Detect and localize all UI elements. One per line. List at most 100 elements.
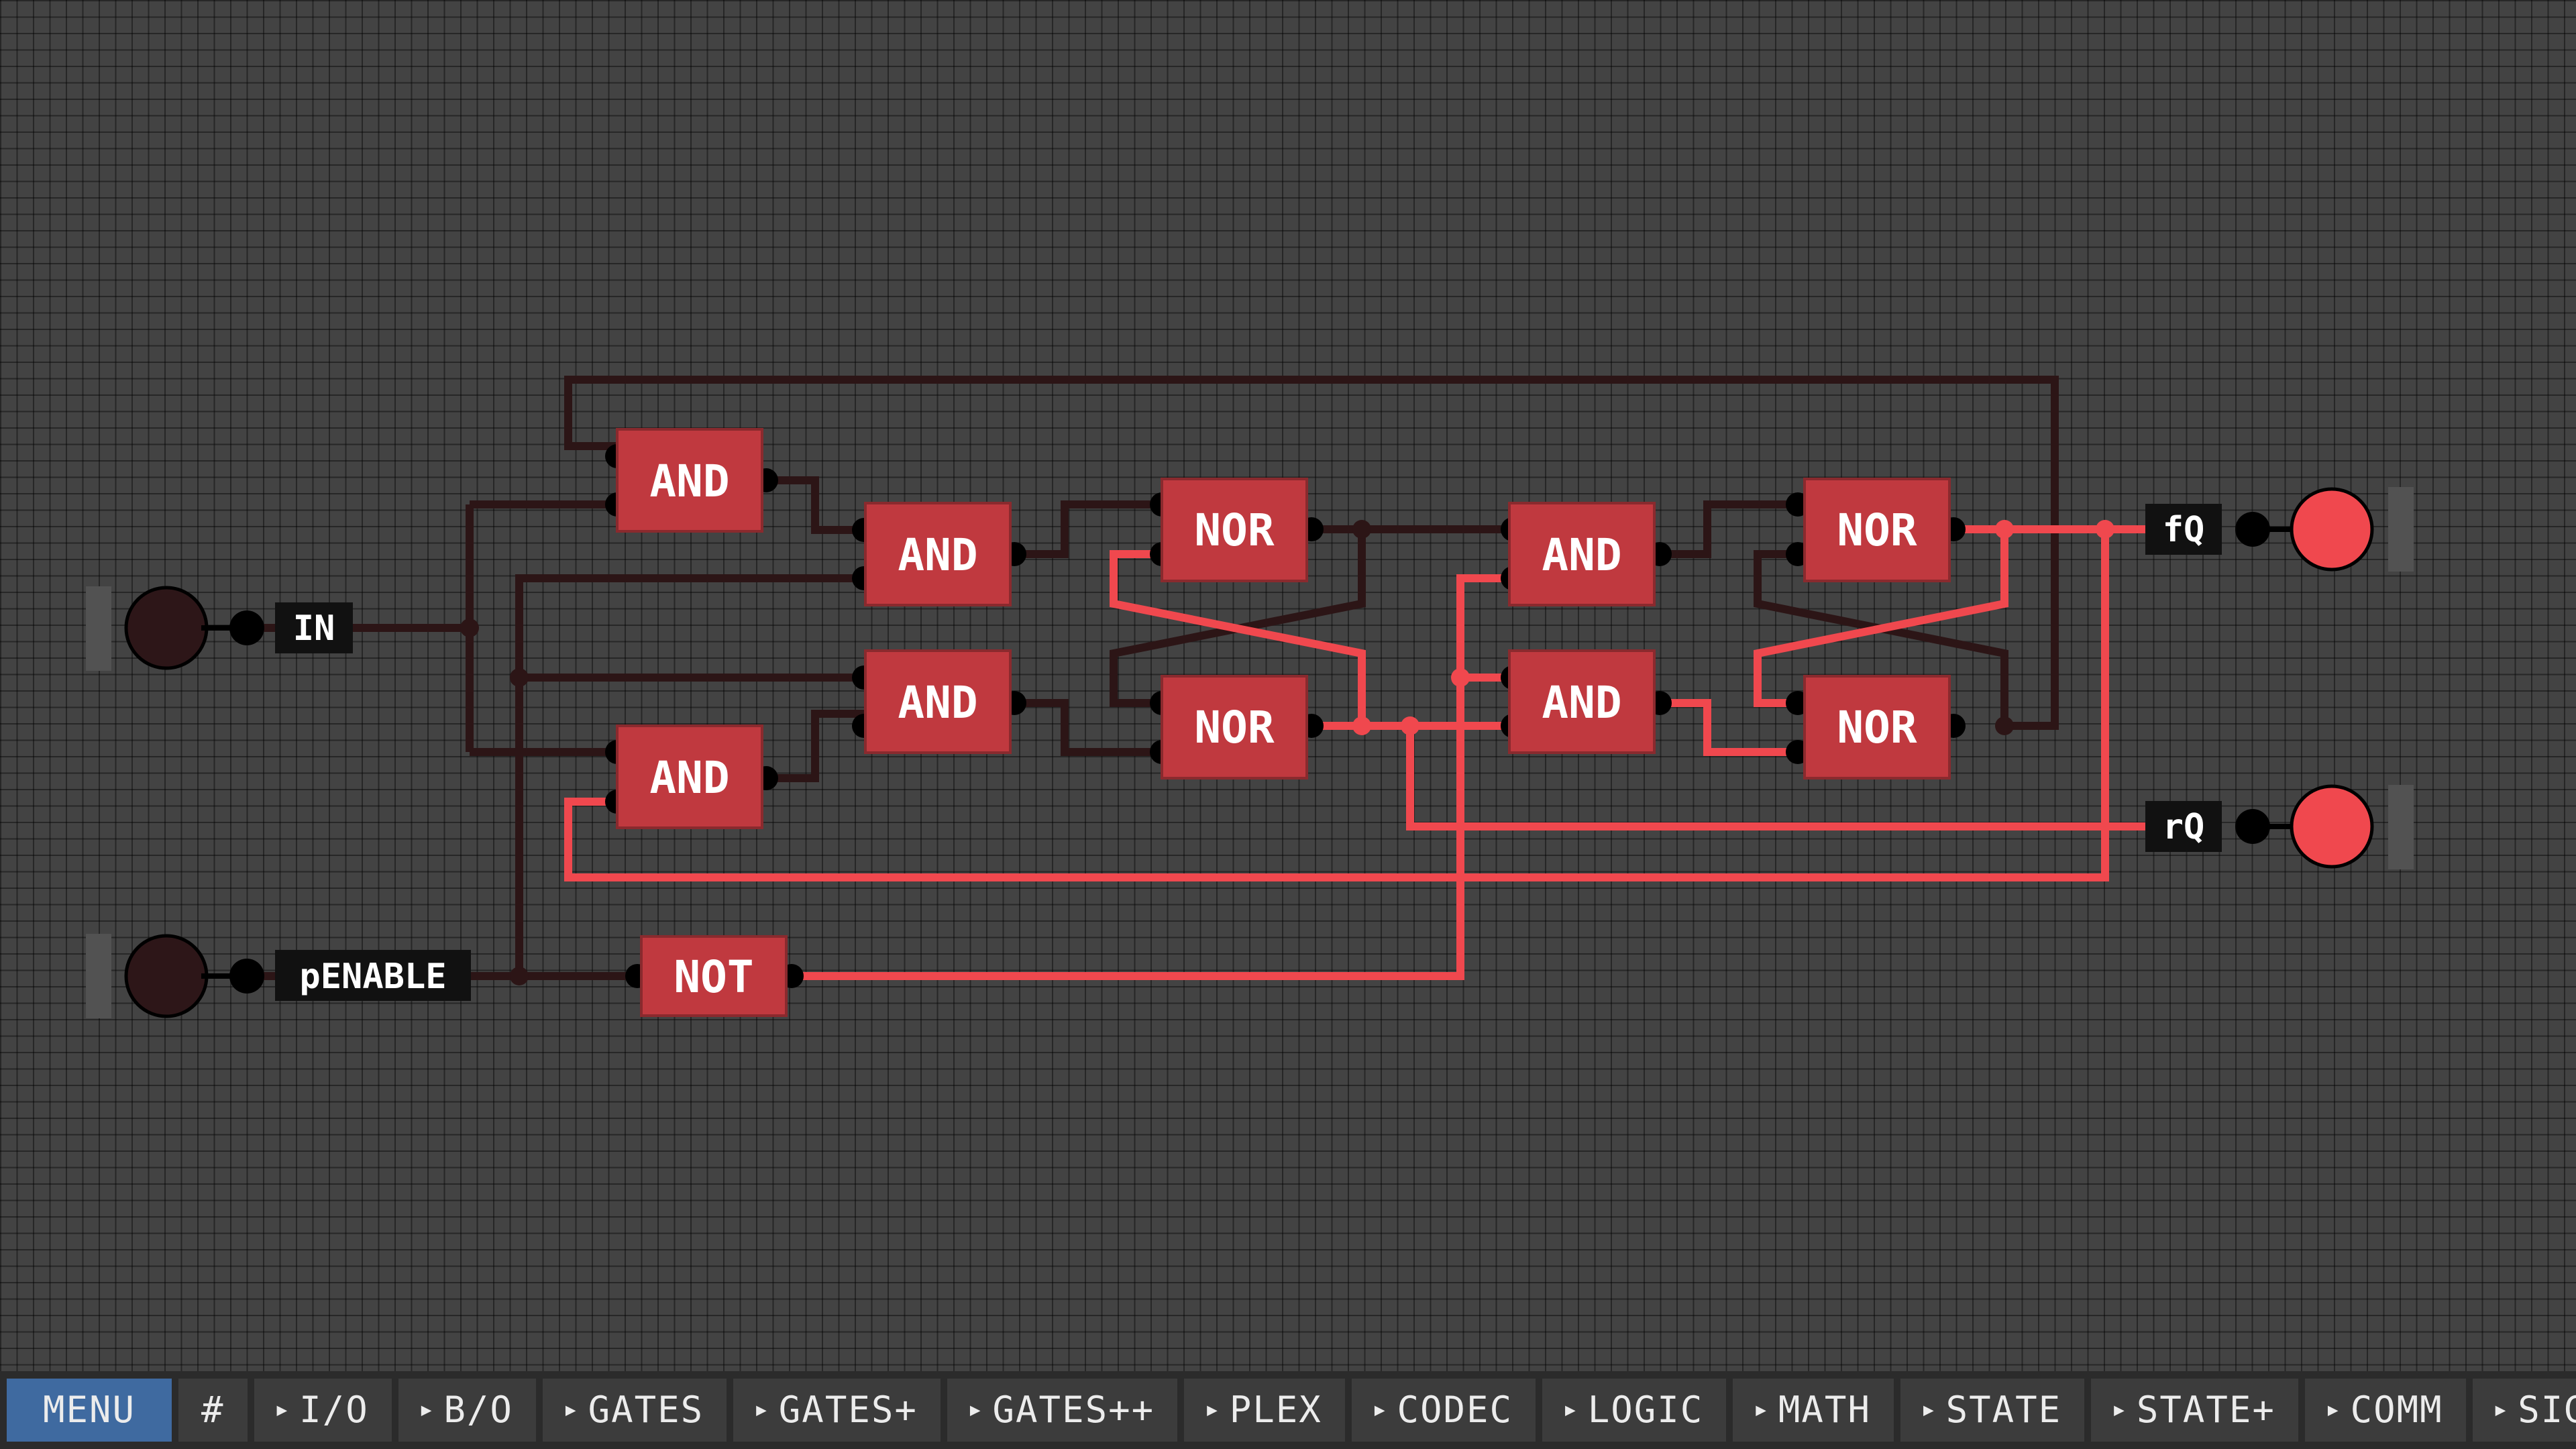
nor-gate[interactable]: NOR [1150,478,1324,582]
wire-active [564,529,2109,881]
category-label: CODEC [1397,1389,1513,1431]
output-drag-handle[interactable] [2388,785,2414,869]
output-led [2290,487,2374,572]
input-toggle[interactable] [124,586,209,670]
input-port [229,959,264,994]
input-drag-handle[interactable] [86,586,111,671]
nor-gate[interactable]: NOR [1786,478,1966,582]
category-state-plus-button[interactable]: ▶ STATE+ [2091,1379,2298,1442]
wire-inactive [1754,550,2008,726]
wire-active [792,574,1513,980]
category-label: GATES [588,1389,704,1431]
wire-junction [1995,716,2014,735]
wire-junction [1401,716,1419,735]
wire-active [1406,726,2155,830]
category-label: STATE [1945,1389,2062,1431]
gate-label: AND [898,677,977,729]
category-bo-button[interactable]: ▶ B/O [398,1379,536,1442]
wire-inactive [766,710,864,782]
triangle-right-icon: ▶ [1923,1400,1935,1420]
nor-gate[interactable]: NOR [1786,675,1966,780]
category-logic-button[interactable]: ▶ LOGIC [1542,1379,1727,1442]
input-port [229,610,264,645]
category-label: PLEX [1229,1389,1322,1431]
wire-junction [1995,520,2014,539]
category-label: B/O [443,1389,513,1431]
output-label: rQ [2163,807,2205,847]
category-label: MATH [1778,1389,1871,1431]
input-label-tag [275,602,353,653]
input-toggle[interactable] [124,934,209,1018]
triangle-right-icon: ▶ [1756,1400,1768,1420]
category-label: LOGIC [1587,1389,1704,1431]
wire-junction [2096,520,2114,539]
category-codec-button[interactable]: ▶ CODEC [1351,1379,1536,1442]
wire-inactive [1660,500,1798,558]
wire-junction [1352,520,1371,539]
category-label: COMM [2350,1389,2443,1431]
and-gate[interactable]: AND [605,428,778,533]
category-comm-button[interactable]: ▶ COMM [2304,1379,2466,1442]
not-gate[interactable]: NOT [625,935,804,1017]
category-label: SIG [2518,1389,2576,1431]
triangle-right-icon: ▶ [1565,1400,1577,1420]
category-label: STATE+ [2136,1389,2275,1431]
wire-inactive [515,574,864,976]
triangle-right-icon: ▶ [1207,1400,1219,1420]
circuit-diagram: AND AND AND AND NOR NOR [86,376,2414,1018]
wire-junction [1352,716,1371,735]
category-gates-plus-plus-button[interactable]: ▶ GATES++ [947,1379,1178,1442]
triangle-right-icon: ▶ [1374,1400,1387,1420]
triangle-right-icon: ▶ [2495,1400,2508,1420]
wire-inactive [1014,699,1162,756]
and-gate[interactable]: AND [605,724,778,829]
gate-label: AND [649,752,729,804]
category-gates-plus-button[interactable]: ▶ GATES+ [733,1379,941,1442]
wire-active [1660,699,1798,756]
category-sig-button[interactable]: ▶ SIG [2472,1379,2576,1442]
output-port [2235,512,2270,547]
gate-label: NOT [674,951,753,1003]
triangle-right-icon: ▶ [756,1400,768,1420]
triangle-right-icon: ▶ [969,1400,982,1420]
nor-gate[interactable]: NOR [1150,675,1324,780]
category-math-button[interactable]: ▶ MATH [1733,1379,1894,1442]
gate-label: NOR [1837,504,1917,556]
category-label: GATES+ [778,1389,918,1431]
category-label: GATES++ [992,1389,1155,1431]
input-drag-handle[interactable] [86,934,111,1018]
output-led [2290,784,2374,869]
input-label-tag [275,950,471,1001]
and-gate[interactable]: AND [852,502,1026,606]
gate-label: NOR [1194,504,1274,556]
gate-label: AND [649,455,729,507]
wire-junction [510,668,529,687]
grid-label: # [201,1389,225,1431]
gate-label: AND [1542,529,1621,581]
triangle-right-icon: ▶ [2114,1400,2126,1420]
output-drag-handle[interactable] [2388,487,2414,572]
triangle-right-icon: ▶ [2327,1400,2340,1420]
wire-active [1754,529,2008,707]
triangle-right-icon: ▶ [565,1400,578,1420]
menu-button[interactable]: MENU [7,1379,172,1442]
wire-inactive [564,376,2059,730]
wire-junction [1451,668,1470,687]
and-gate[interactable]: AND [1501,649,1672,754]
and-gate[interactable]: AND [1501,502,1672,606]
category-io-button[interactable]: ▶I/O [254,1379,392,1442]
category-gates-button[interactable]: ▶ GATES [542,1379,727,1442]
wire-active [1110,550,1366,726]
category-plex-button[interactable]: ▶ PLEX [1184,1379,1345,1442]
category-state-button[interactable]: ▶ STATE [1900,1379,2085,1442]
output-label-tag [2145,504,2222,555]
gate-label: AND [898,529,977,581]
circuit-canvas[interactable]: AND AND AND AND NOR NOR [0,0,2576,1371]
gate-label: NOR [1837,702,1917,753]
menu-label: MENU [42,1389,136,1431]
input-label: pENABLE [299,957,446,997]
wire-inactive [1110,529,1366,707]
triangle-right-icon: ▶ [421,1400,433,1420]
and-gate[interactable]: AND [852,649,1026,754]
grid-toggle-button[interactable]: # [178,1379,248,1442]
